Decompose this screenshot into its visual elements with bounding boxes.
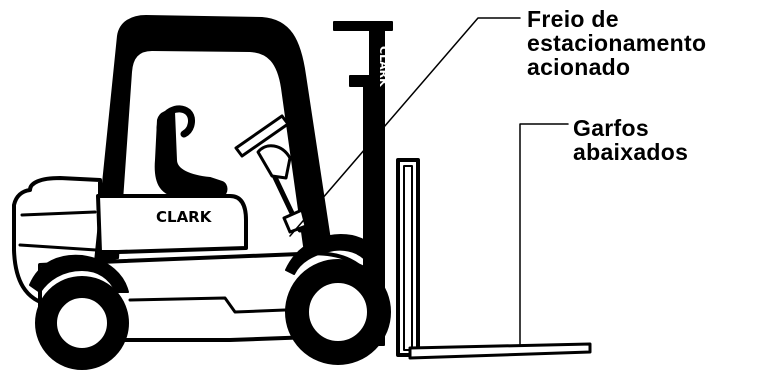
- body-brand-logo: CLARK: [156, 208, 213, 226]
- forks: [410, 344, 590, 358]
- control-levers: [258, 146, 290, 178]
- mast-crossbar: [350, 76, 372, 86]
- forks-label-line-2: abaixados: [573, 140, 688, 164]
- parking-brake-label-line-2: estacionamento: [527, 31, 706, 55]
- parking-brake-label-line-1: Freio de: [527, 7, 706, 31]
- forks-label-line-1: Garfos: [573, 116, 688, 140]
- parking-brake-label-line-3: acionado: [527, 55, 706, 79]
- forks-callout: Garfos abaixados: [573, 116, 688, 164]
- rear-wheel-rim: [56, 297, 108, 349]
- mast-brand-logo: CLARK: [377, 46, 390, 87]
- parking-brake-callout: Freio de estacionamento acionado: [527, 7, 706, 79]
- fork-carriage-inner: [404, 166, 412, 350]
- front-wheel-rim: [308, 282, 368, 342]
- forks-leader-line: [520, 124, 568, 344]
